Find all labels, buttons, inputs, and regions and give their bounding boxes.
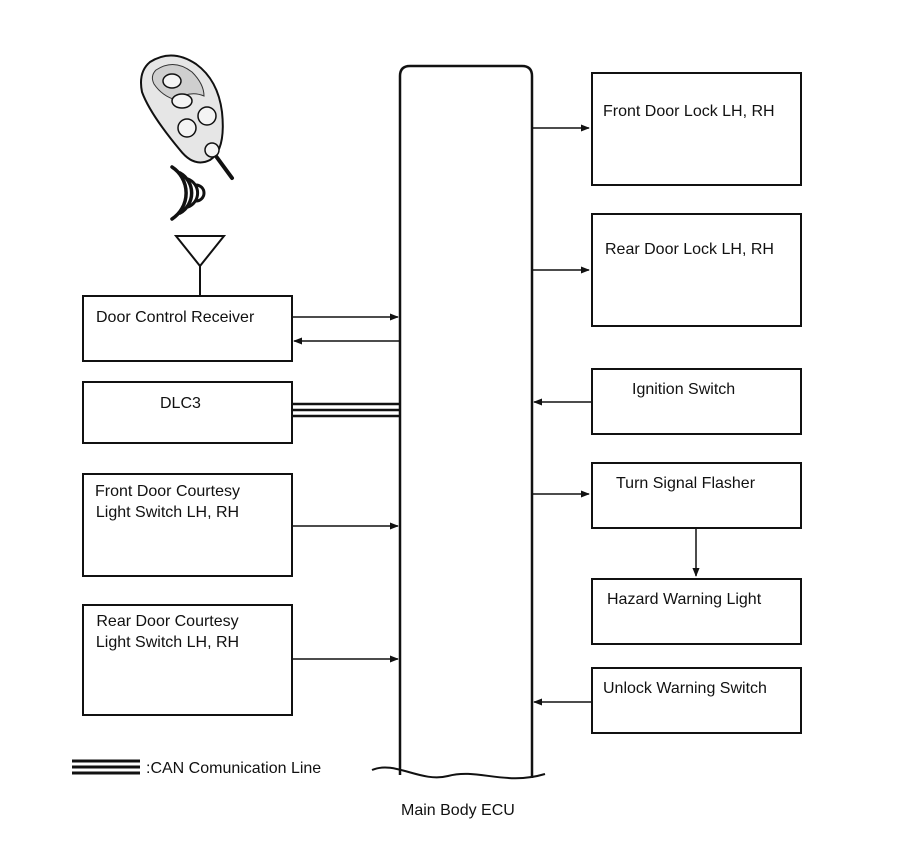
ignition-switch-box xyxy=(591,368,802,435)
key-fob-icon xyxy=(140,54,234,180)
front-door-courtesy-label-line1: Front Door Courtesy xyxy=(95,483,240,500)
rear-door-lock-box xyxy=(591,213,802,327)
ecu-break-line xyxy=(371,766,546,780)
front-door-lock-box xyxy=(591,72,802,186)
dlc3-label: DLC3 xyxy=(160,395,201,412)
turn-signal-flasher-box xyxy=(591,462,802,529)
rear-door-courtesy-label-line2: Light Switch LH, RH xyxy=(95,634,240,651)
dlc3-can-line xyxy=(292,402,400,418)
ignition-switch-label: Ignition Switch xyxy=(632,381,736,398)
dlc3-box xyxy=(82,381,293,444)
main-body-ecu-label: Main Body ECU xyxy=(401,802,515,819)
hazard-warning-light-box xyxy=(591,578,802,645)
rear-door-lock-label: Rear Door Lock LH, RH xyxy=(605,241,774,258)
radio-waves-icon xyxy=(170,165,206,221)
front-door-courtesy-box xyxy=(82,473,293,577)
legend-label: :CAN Comunication Line xyxy=(146,760,322,777)
rear-door-courtesy-label-line1: Rear Door Courtesy xyxy=(96,613,239,630)
front-door-courtesy-label-line2: Light Switch LH, RH xyxy=(95,504,240,521)
hazard-warning-light-label: Hazard Warning Light xyxy=(607,591,762,608)
antenna-icon xyxy=(173,235,227,296)
legend-can-line-symbol xyxy=(72,759,140,775)
unlock-warning-switch-label: Unlock Warning Switch xyxy=(603,680,767,697)
main-body-ecu-block xyxy=(398,64,534,778)
door-control-receiver-label: Door Control Receiver xyxy=(96,309,255,326)
rear-door-courtesy-box xyxy=(82,604,293,716)
unlock-warning-switch-box xyxy=(591,667,802,734)
turn-signal-flasher-label: Turn Signal Flasher xyxy=(616,475,756,492)
front-door-lock-label: Front Door Lock LH, RH xyxy=(603,103,775,120)
door-control-receiver-box xyxy=(82,295,293,362)
